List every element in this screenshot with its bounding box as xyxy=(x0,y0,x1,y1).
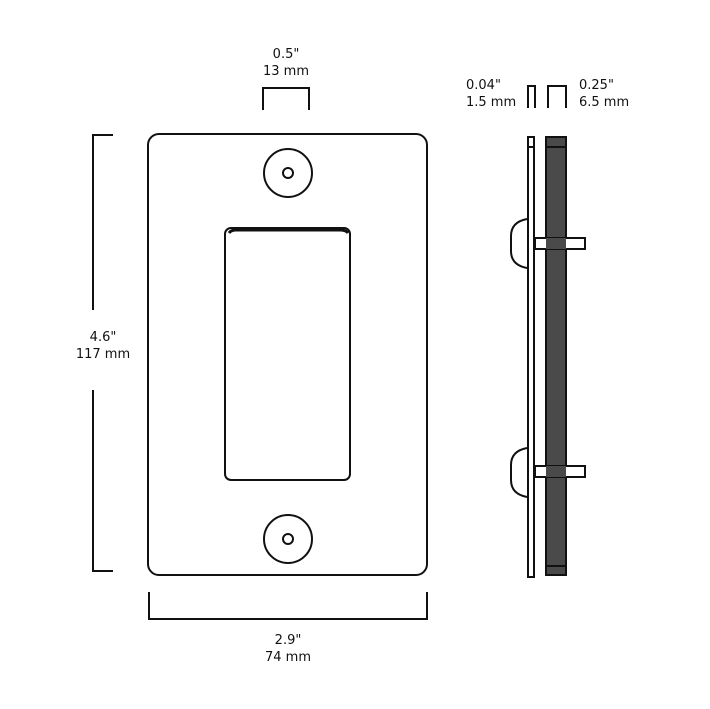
top-screw-hole xyxy=(282,167,294,179)
back-thickness-bracket xyxy=(547,85,567,108)
front-plate-side xyxy=(527,136,535,578)
screw-spacing-mm: 13 mm xyxy=(262,64,309,79)
height-label: 4.6" 117 mm xyxy=(70,329,136,363)
screw-spacing-bracket xyxy=(262,87,310,110)
top-screw-icon xyxy=(263,148,313,198)
width-bracket xyxy=(148,592,428,620)
bottom-screw-icon xyxy=(263,514,313,564)
width-inch: 2.9" xyxy=(274,633,302,648)
screw-spacing-inch: 0.5" xyxy=(272,47,300,62)
back-thickness-mm: 6.5 mm xyxy=(579,95,630,110)
front-thickness-bracket xyxy=(527,85,536,108)
height-mm: 117 mm xyxy=(75,347,131,362)
width-label: 2.9" 74 mm xyxy=(256,632,320,666)
screw-spacing-label: 0.5" 13 mm xyxy=(256,46,316,80)
height-inch: 4.6" xyxy=(89,330,117,345)
rocker-opening-edge xyxy=(227,228,350,234)
width-mm: 74 mm xyxy=(264,650,311,665)
bottom-screw-head-side xyxy=(510,447,528,498)
bottom-screw-shaft-hidden xyxy=(546,466,566,477)
back-plate-side xyxy=(545,136,567,576)
top-screw-head-side xyxy=(510,218,528,269)
front-thickness-mm: 1.5 mm xyxy=(466,95,517,110)
height-bracket xyxy=(92,134,113,572)
back-thickness-inch: 0.25" xyxy=(579,78,614,93)
rocker-opening xyxy=(224,227,351,481)
top-screw-shaft-hidden xyxy=(546,238,566,249)
back-thickness-label: 0.25" 6.5 mm xyxy=(579,77,629,111)
front-plate-outline xyxy=(147,133,428,576)
front-thickness-label: 0.04" 1.5 mm xyxy=(466,77,516,111)
front-thickness-inch: 0.04" xyxy=(466,78,501,93)
bottom-screw-hole xyxy=(282,533,294,545)
